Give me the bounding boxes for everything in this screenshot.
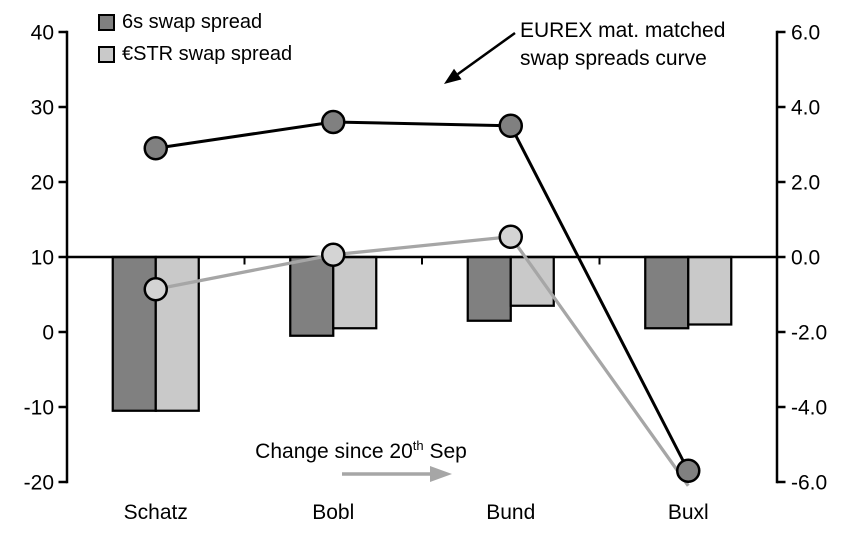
curve-arrow-head: [444, 68, 462, 84]
change-annotation-sup: th: [412, 438, 424, 453]
y-axis-right-label: -4.0: [791, 397, 827, 420]
y-axis-right-label: -6.0: [791, 472, 827, 495]
y-axis-left-label: 30: [31, 97, 54, 120]
bar-0-Bobl: [289, 255, 335, 337]
legend-label-6s: 6s swap spread: [122, 11, 263, 33]
chart-legend: 6s swap spread €STR swap spread: [98, 11, 292, 75]
x-axis-label-bobl: Bobl: [312, 501, 354, 524]
y-axis-right-label: 4.0: [791, 97, 820, 120]
marker-0-Bobl: [321, 242, 346, 267]
change-annotation: Change since 20th Sep: [255, 438, 467, 464]
bar-0-Buxl: [644, 255, 690, 330]
marker-0-Schatz: [143, 277, 168, 302]
change-annotation-suffix: Sep: [423, 440, 467, 463]
y-axis-left-label: -10: [24, 397, 54, 420]
y-axis-left-label: 10: [31, 247, 54, 270]
line-series-0: [155, 235, 690, 487]
marker-1-Bobl: [321, 109, 346, 135]
marker-1-Bund: [498, 113, 523, 138]
y-axis-left-label: 0: [42, 322, 54, 345]
bar-1-Buxl: [687, 255, 733, 326]
legend-swatch-estr: [98, 46, 115, 63]
legend-item-6s: 6s swap spread: [98, 11, 292, 34]
y-axis-right-label: -2.0: [791, 322, 827, 345]
y-axis-right-label: 0.0: [791, 247, 820, 270]
curve-annotation-line2: swap spreads curve: [520, 47, 707, 70]
curve-annotation-line1: EUREX mat. matched: [520, 19, 726, 42]
y-axis-left-label: -20: [24, 472, 54, 495]
y-axis-left-label: 40: [31, 22, 54, 45]
marker-0-Bund: [498, 224, 523, 249]
y-axis-left-label: 20: [31, 172, 54, 195]
legend-label-estr: €STR swap spread: [122, 43, 293, 65]
change-annotation-text: Change since 20: [255, 440, 413, 463]
curve-annotation: EUREX mat. matched swap spreads curve: [520, 17, 725, 73]
y-axis-right-label: 6.0: [791, 22, 820, 45]
change-arrow-head: [430, 466, 452, 482]
y-axis-right-label: 2.0: [791, 172, 820, 195]
bar-0-Bund: [466, 255, 512, 322]
x-axis-label-schatz: Schatz: [124, 501, 188, 524]
curve-arrow-shaft: [457, 31, 516, 76]
line-series-1: [155, 120, 690, 472]
marker-1-Buxl: [676, 458, 701, 483]
bar-1-Bobl: [332, 255, 378, 330]
x-axis-label-bund: Bund: [486, 501, 535, 524]
marker-1-Schatz: [143, 136, 168, 161]
legend-swatch-6s: [98, 14, 115, 31]
legend-item-estr: €STR swap spread: [98, 43, 292, 66]
x-axis-label-buxl: Buxl: [668, 501, 709, 524]
